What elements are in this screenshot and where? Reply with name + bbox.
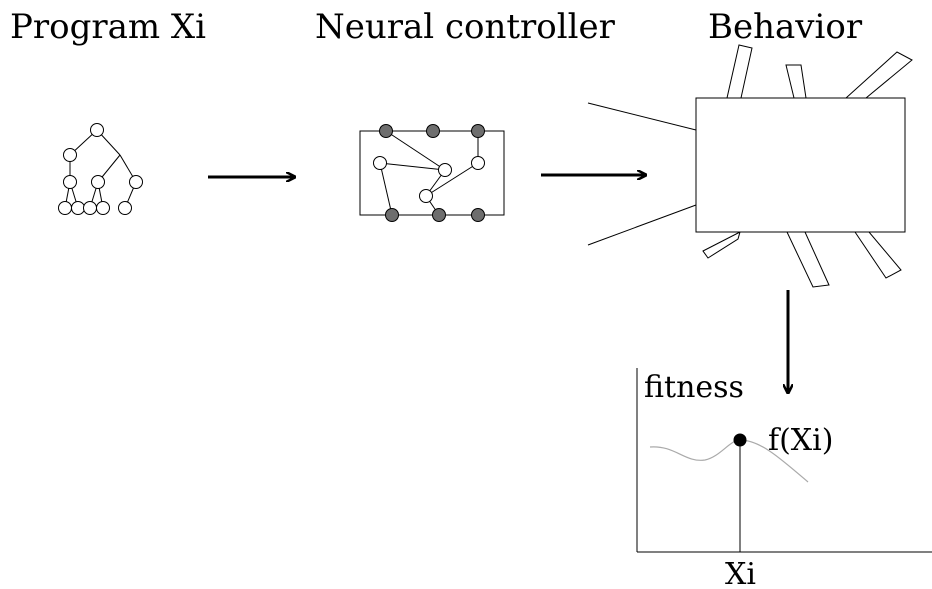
sensor-line <box>587 204 697 246</box>
robot-leg <box>785 64 807 99</box>
neuron-filled <box>471 124 485 138</box>
tree-node <box>129 175 143 189</box>
robot-leg <box>702 231 741 259</box>
neural-controller <box>359 124 505 222</box>
tree-node <box>71 201 85 215</box>
tree-node <box>58 201 72 215</box>
tree-node <box>63 175 77 189</box>
fitness-point <box>733 433 747 447</box>
robot-leg <box>844 51 913 99</box>
robot-leg <box>726 44 753 99</box>
heading-program: Program Xi <box>10 7 206 47</box>
neuron-filled <box>471 208 485 222</box>
robot-body <box>695 97 906 233</box>
neuron-open <box>419 189 433 203</box>
neuron-filled <box>379 124 393 138</box>
y-axis-label: fitness <box>644 370 744 405</box>
robot-leg <box>854 231 902 279</box>
neuron-filled <box>385 208 399 222</box>
program-tree <box>58 123 143 215</box>
fitness-curve <box>649 439 809 483</box>
tree-node <box>90 123 104 137</box>
neuron-filled <box>426 124 440 138</box>
x-tick-label: Xi <box>725 557 756 589</box>
neuron-filled <box>432 208 446 222</box>
tree-node <box>118 201 132 215</box>
sensor-line <box>587 102 697 131</box>
heading-behavior: Behavior <box>708 7 863 47</box>
behavior-robot <box>587 44 913 288</box>
tree-node <box>96 201 110 215</box>
robot-leg <box>786 231 830 288</box>
controller-box <box>359 130 505 216</box>
heading-controller: Neural controller <box>315 7 616 47</box>
neuron-open <box>471 156 485 170</box>
tree-node <box>83 201 97 215</box>
tree-node <box>63 148 77 162</box>
fitness-plot: fitness f(Xi) Xi <box>636 368 932 589</box>
point-label: f(Xi) <box>768 423 833 458</box>
neuron-open <box>438 163 452 177</box>
neuron-open <box>373 156 387 170</box>
tree-node <box>91 175 105 189</box>
